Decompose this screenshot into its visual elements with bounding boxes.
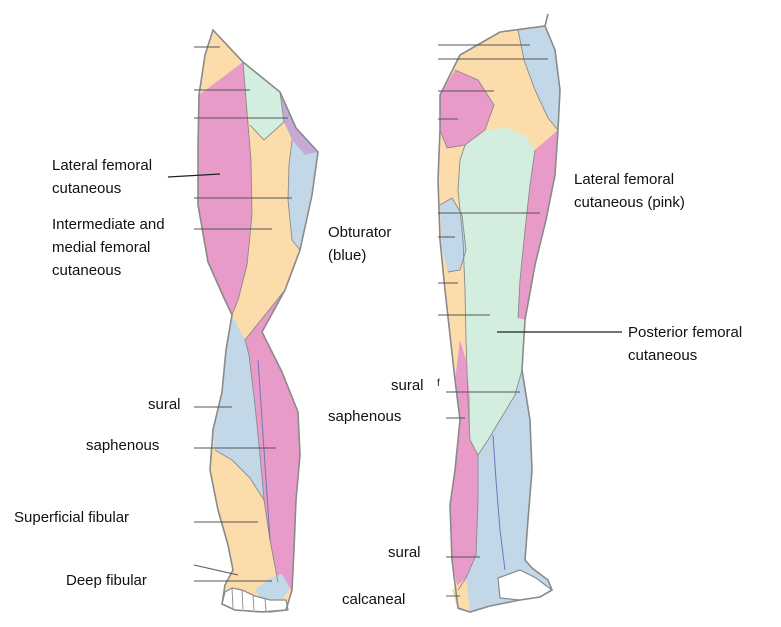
posterior-leader-lines [438,44,622,597]
label-line: (blue) [328,247,367,264]
label-line: cutaneous [52,262,122,279]
label-superficial-fibular: Superficial fibular [14,509,130,526]
posterior-cluneal-region [440,70,494,148]
posterior-sural-region [466,370,552,612]
label-lateral-femoral-front: Lateral femoral cutaneous [52,154,152,200]
label-posterior-femoral: Posterior femoral cutaneous [628,321,742,367]
posterior-lateral-femoral-region [518,130,558,320]
label-calcaneal: calcaneal [342,591,406,608]
posterior-saphenous-region [450,340,478,590]
label-sural-back-upper: sural [391,377,424,394]
label-line: Lateral femoral [52,157,153,174]
label-intermediate-medial-femoral: Intermediate and medial femoral cutaneou… [52,213,165,282]
label-line: medial femoral [52,239,151,256]
label-line: Posterior femoral [628,324,743,341]
label-saphenous-front: saphenous [86,437,160,454]
label-deep-fibular: Deep fibular [66,572,147,589]
anterior-deep-fibular-region [255,574,290,600]
label-sural-mark: f [437,378,440,389]
anterior-inguinal-region [243,62,284,140]
posterior-lateral-hip-region [518,26,560,130]
label-line: Intermediate and [52,216,165,233]
label-lateral-femoral-back: Lateral femoral cutaneous (pink) [574,168,685,214]
anterior-leader-lines [167,46,292,582]
label-line: Lateral femoral [574,171,675,188]
label-sural-back-lower: sural [388,544,421,561]
label-line: cutaneous (pink) [574,194,685,211]
label-saphenous-back: saphenous [328,408,402,425]
label-line: cutaneous [52,180,122,197]
anterior-obturator-region [288,140,318,250]
posterior-leg [437,13,561,613]
posterior-obturator-region [440,198,466,272]
label-line: Obturator [328,224,392,241]
posterior-femoral-region [458,128,535,455]
posterior-calcaneal-region [452,578,470,612]
label-obturator: Obturator (blue) [328,221,391,267]
anterior-leg [197,28,319,613]
label-sural-front: sural [148,396,181,413]
anterior-lateral-femoral-region [198,62,252,315]
label-line: cutaneous [628,347,698,364]
